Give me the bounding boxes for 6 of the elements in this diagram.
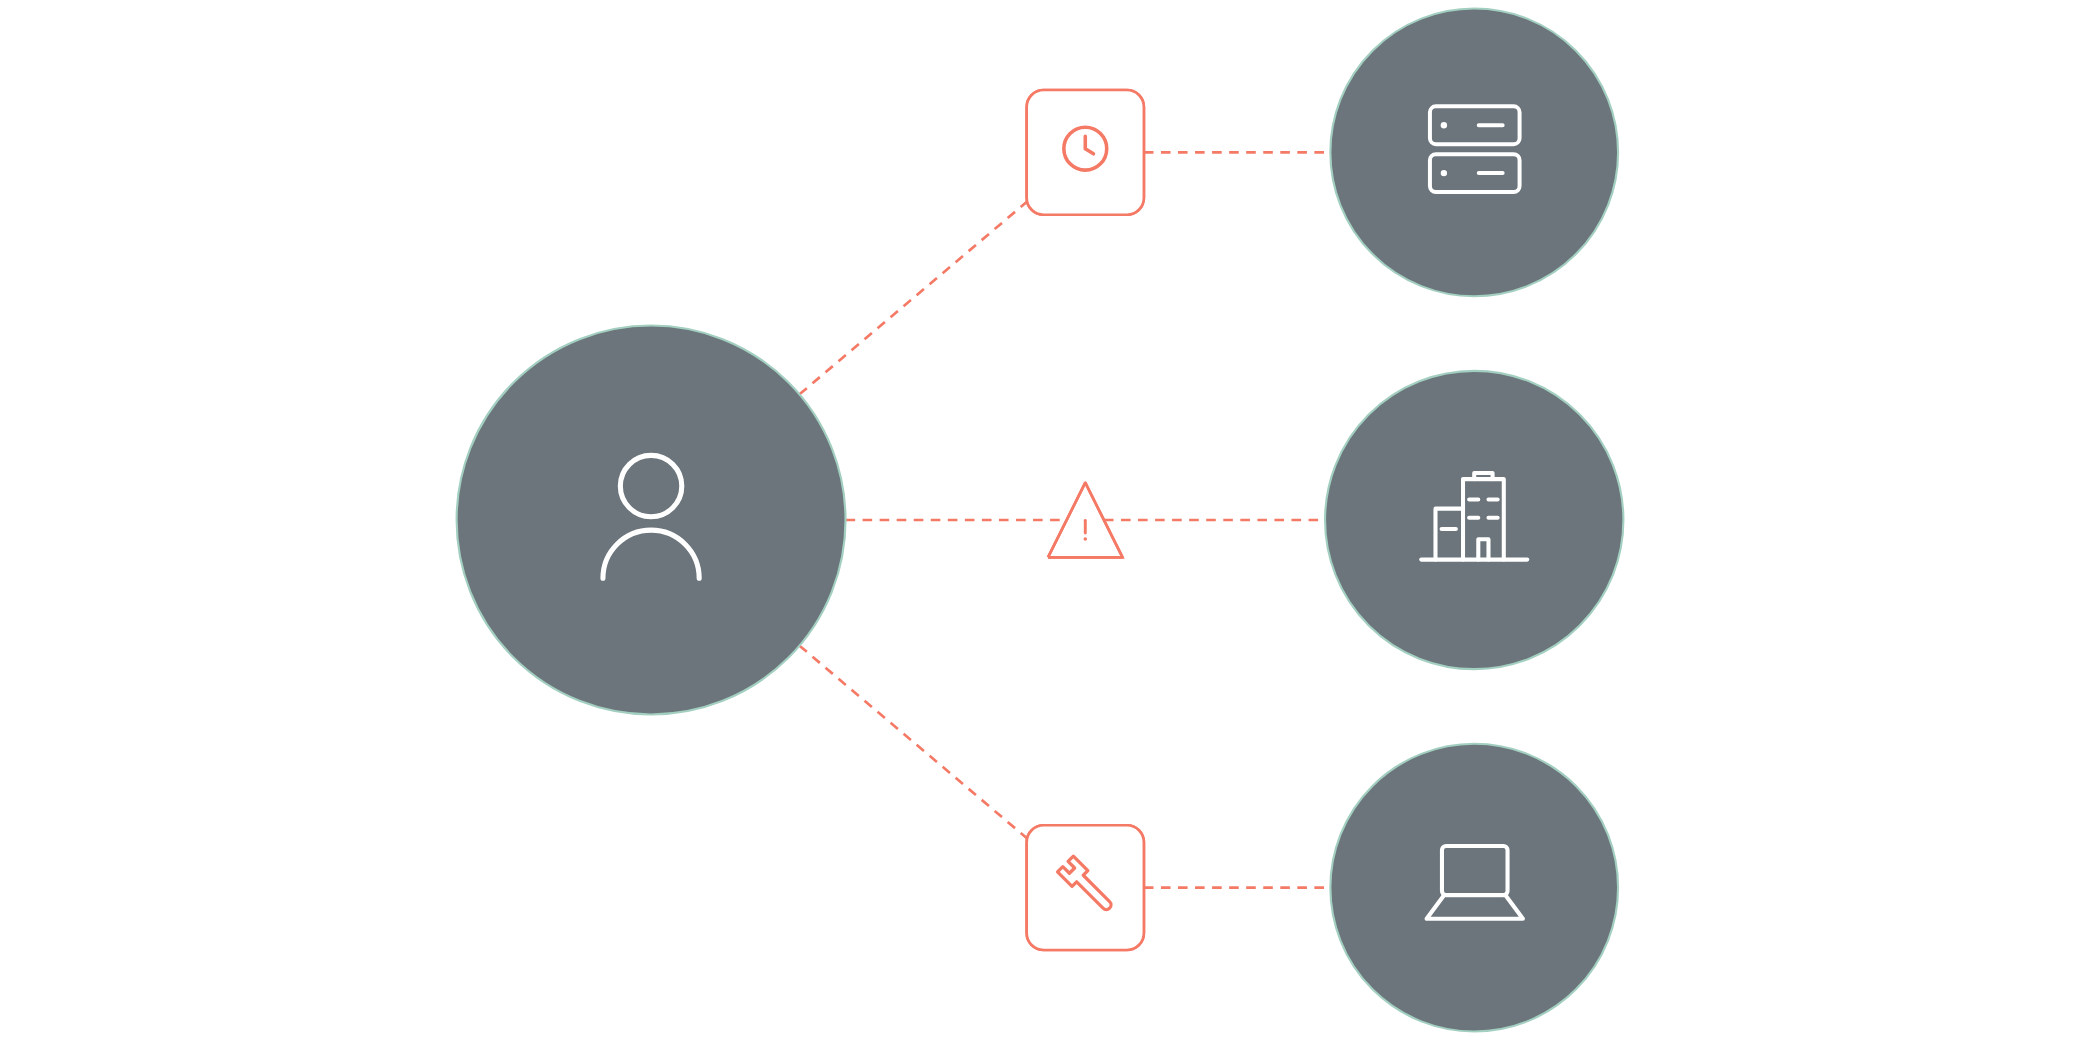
connector (798, 644, 1028, 840)
connector (798, 200, 1028, 396)
node-circle (1329, 742, 1620, 1033)
node-circle (1323, 369, 1625, 671)
node-circle (1329, 7, 1620, 298)
node-circle (455, 324, 847, 716)
